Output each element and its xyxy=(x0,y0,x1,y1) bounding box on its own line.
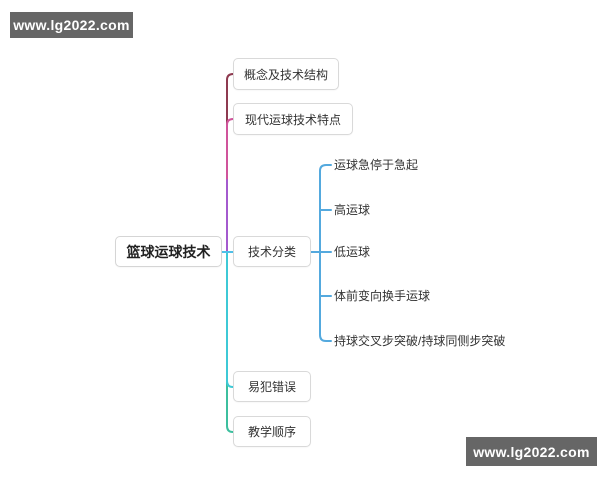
connector-sub-1 xyxy=(319,164,332,253)
leaf-node-crossover-dribble[interactable]: 体前变向换手运球 xyxy=(334,289,431,303)
watermark-top-left: www.lg2022.com xyxy=(10,12,133,38)
connector-sub-5 xyxy=(319,251,332,342)
branch-node-technique-classification[interactable]: 技术分类 xyxy=(233,236,311,267)
connector-branch-modern xyxy=(221,118,236,253)
leaf-node-high-dribble[interactable]: 高运球 xyxy=(334,203,371,217)
leaf-node-low-dribble[interactable]: 低运球 xyxy=(334,245,371,259)
branch-node-common-errors[interactable]: 易犯错误 xyxy=(233,371,311,402)
leaf-node-breakthrough-steps[interactable]: 持球交叉步突破/持球同侧步突破 xyxy=(334,334,506,348)
root-node-basketball-dribbling[interactable]: 篮球运球技术 xyxy=(115,236,222,267)
connector-branch-concept xyxy=(221,73,236,253)
branch-node-concept-structure[interactable]: 概念及技术结构 xyxy=(233,58,339,90)
connector-branch-teaching xyxy=(221,251,236,433)
connector-branch-errors xyxy=(226,251,236,388)
leaf-node-stop-and-start-dribble[interactable]: 运球急停于急起 xyxy=(334,158,419,172)
watermark-bottom-right: www.lg2022.com xyxy=(466,437,597,466)
branch-node-modern-characteristics[interactable]: 现代运球技术特点 xyxy=(233,103,353,135)
branch-node-teaching-order[interactable]: 教学顺序 xyxy=(233,416,311,447)
